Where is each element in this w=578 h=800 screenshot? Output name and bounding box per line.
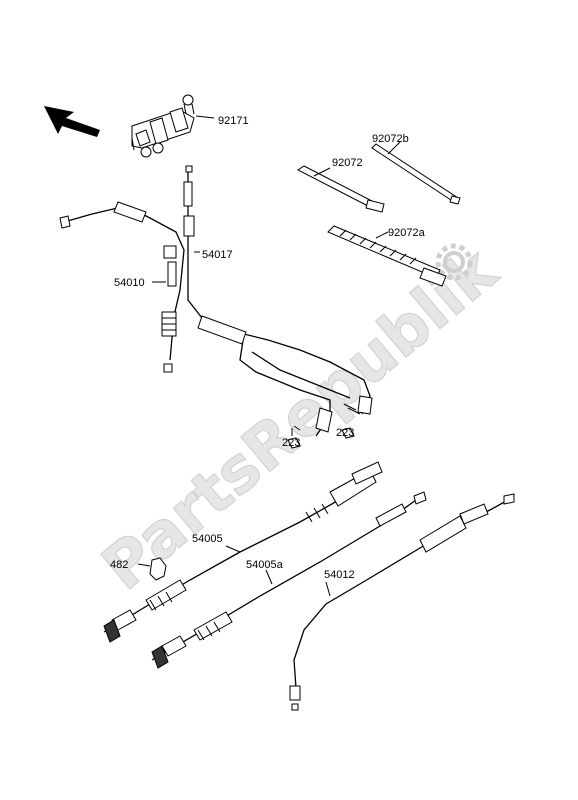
watermark-text: PartsRepublik <box>88 233 511 604</box>
label-54012: 54012 <box>324 569 355 581</box>
front-direction-arrow-icon <box>44 106 100 137</box>
label-54005: 54005 <box>192 533 223 545</box>
part-labels: 92171 92072b 92072 92072a 54017 54010 22… <box>110 115 426 581</box>
throttle-cable-54010 <box>59 201 185 373</box>
brake-cable-54005 <box>103 461 383 643</box>
label-223-left: 223 <box>282 437 300 449</box>
circlip-482 <box>149 557 167 581</box>
clamp-223-right <box>341 403 361 439</box>
label-92072a: 92072a <box>388 227 426 239</box>
gear-icon <box>435 243 473 281</box>
cable-band-92072a <box>327 225 447 287</box>
cable-tie-92072b <box>371 143 461 205</box>
brake-cable-54005a <box>151 491 427 669</box>
label-54005a: 54005a <box>246 559 284 571</box>
label-223-right: 223 <box>336 427 354 439</box>
label-482: 482 <box>110 559 128 571</box>
label-54010: 54010 <box>114 277 145 289</box>
label-92171: 92171 <box>218 115 249 127</box>
cable-tie-92072 <box>297 165 385 213</box>
watermark: PartsRepublik <box>88 232 512 605</box>
leader-lines <box>137 115 401 597</box>
label-92072b: 92072b <box>372 133 409 145</box>
label-92072: 92072 <box>332 157 363 169</box>
label-54017: 54017 <box>202 249 233 261</box>
clamp-223-left <box>287 425 301 449</box>
parking-brake-cable-54012 <box>289 493 515 711</box>
choke-cable-54017 <box>183 165 373 437</box>
holder-clamp-92171 <box>131 94 195 158</box>
